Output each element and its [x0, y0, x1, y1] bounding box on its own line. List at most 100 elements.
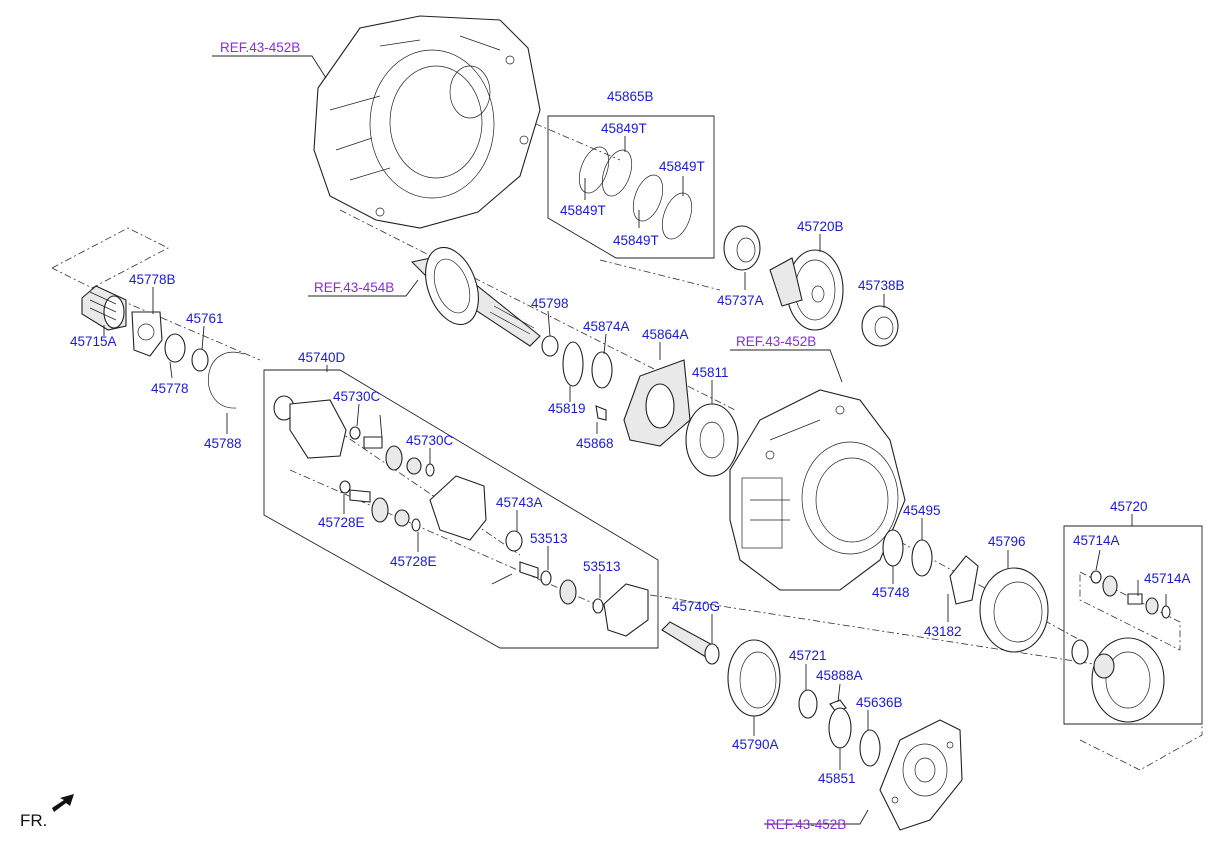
part-label[interactable]: 45811 — [692, 365, 729, 380]
part-label[interactable]: 45864A — [642, 327, 689, 342]
part-label[interactable]: 45738B — [858, 278, 905, 293]
part-label[interactable]: 45715A — [70, 334, 117, 349]
bearing-45819 — [562, 341, 584, 387]
part-label[interactable]: 45740D — [298, 350, 346, 365]
needle-bearing-f — [1102, 575, 1118, 597]
needle-bearing-d — [394, 509, 410, 527]
part-label[interactable]: 45788 — [204, 436, 242, 451]
part-label[interactable]: 45796 — [988, 534, 1026, 549]
transmission-housing-top — [313, 15, 541, 229]
snap-ring-45721 — [798, 689, 818, 719]
snap-ring-45788 — [207, 351, 245, 409]
shaft-45740G — [661, 621, 720, 665]
group-box-45740D — [263, 369, 659, 649]
needle-bearing-a — [385, 445, 403, 471]
ring-45874A — [591, 351, 613, 389]
seal-45748 — [882, 529, 904, 567]
part-label[interactable]: 45720B — [797, 219, 844, 234]
part-label[interactable]: 53513 — [530, 531, 568, 546]
part-label[interactable]: 45849T — [659, 159, 705, 174]
pinion-shaft-b — [349, 489, 371, 503]
pin-b — [491, 573, 513, 585]
group-box-45720 — [1063, 525, 1203, 725]
washer-45730C-b — [425, 463, 435, 477]
part-label[interactable]: 45636B — [856, 695, 903, 710]
part-label[interactable]: 45743A — [496, 495, 543, 510]
ref-label-input-shaft[interactable]: REF.43-454B — [314, 280, 394, 295]
part-label[interactable]: 45790A — [732, 737, 779, 752]
group-box-45865B — [547, 115, 715, 259]
part-label[interactable]: 45730C — [333, 389, 381, 404]
washer-45714A-b — [1161, 605, 1171, 619]
pinion-shaft — [363, 436, 383, 449]
carrier-45720 — [1091, 637, 1165, 723]
washer-45714A-a — [1090, 570, 1102, 584]
bearing-45737A — [723, 225, 761, 271]
part-label[interactable]: 45798 — [531, 296, 569, 311]
shaft-45715A — [81, 285, 127, 331]
gear-45720B — [769, 249, 844, 331]
center-lines — [51, 99, 1203, 771]
part-label[interactable]: 45728E — [318, 515, 365, 530]
part-label[interactable]: 45761 — [186, 311, 224, 326]
leader-lines — [103, 55, 1167, 825]
bearing-45738B — [861, 305, 899, 347]
ring-45761 — [191, 348, 209, 372]
bolt-45868 — [595, 405, 607, 421]
ref-label-cover[interactable]: REF.43-452B — [766, 817, 846, 832]
needle-bearing-g — [1145, 597, 1159, 615]
washer-45728E-b — [411, 518, 421, 532]
part-label[interactable]: 45728E — [390, 554, 437, 569]
needle-bearing-e — [559, 579, 577, 605]
ref-label-housing-top[interactable]: REF.43-452B — [220, 40, 300, 55]
part-label[interactable]: 45740G — [672, 599, 720, 614]
part-label[interactable]: 45720 — [1110, 499, 1148, 514]
part-label[interactable]: 45721 — [789, 648, 827, 663]
carrier-plate-b — [603, 583, 649, 637]
part-label[interactable]: 45730C — [406, 433, 454, 448]
pin — [379, 414, 383, 439]
part-label[interactable]: 45849T — [560, 203, 606, 218]
planet-carrier — [429, 475, 487, 541]
ring-45495 — [911, 539, 933, 577]
washer-45728E-a — [339, 480, 351, 494]
part-label[interactable]: 45868 — [576, 436, 614, 451]
gear-45811 — [685, 403, 739, 477]
ref-label-housing-main[interactable]: REF.43-452B — [736, 334, 816, 349]
drum-45796 — [979, 567, 1049, 653]
carrier-plate — [289, 399, 347, 459]
part-label[interactable]: 45714A — [1144, 571, 1191, 586]
washer-53513-b — [592, 598, 604, 614]
front-indicator-label: FR. — [20, 811, 47, 830]
washer-45743A — [505, 530, 523, 552]
ring-seal — [1071, 639, 1089, 665]
part-label[interactable]: 45778B — [129, 272, 176, 287]
retainer-45778B — [131, 311, 163, 357]
part-label[interactable]: 45851 — [818, 771, 856, 786]
part-label[interactable]: 45819 — [548, 401, 586, 416]
washer-45798 — [541, 335, 559, 357]
pinion-shaft-d — [1127, 593, 1143, 605]
part-label[interactable]: 45849T — [601, 121, 647, 136]
part-label[interactable]: 45714A — [1073, 533, 1120, 548]
washer-45778 — [164, 333, 186, 363]
plate-43182 — [949, 555, 979, 605]
needle-bearing-c — [371, 497, 389, 523]
front-indicator: FR. — [20, 794, 74, 830]
retainer-45864A — [623, 359, 691, 447]
part-label[interactable]: 45874A — [583, 319, 630, 334]
part-label[interactable]: 45778 — [151, 381, 189, 396]
part-label[interactable]: 45865B — [607, 89, 654, 104]
part-label[interactable]: 45849T — [613, 233, 659, 248]
front-arrow-icon — [52, 794, 74, 812]
part-label[interactable]: 45495 — [903, 503, 941, 518]
part-label[interactable]: 53513 — [583, 559, 621, 574]
input-shaft-gear — [410, 246, 541, 347]
part-label[interactable]: 45737A — [717, 293, 764, 308]
part-label[interactable]: 45748 — [872, 585, 910, 600]
pinion-shaft-c — [519, 561, 539, 579]
part-label[interactable]: 45888A — [816, 668, 863, 683]
part-label[interactable]: 43182 — [924, 624, 962, 639]
washer-45730C-a — [349, 426, 361, 440]
